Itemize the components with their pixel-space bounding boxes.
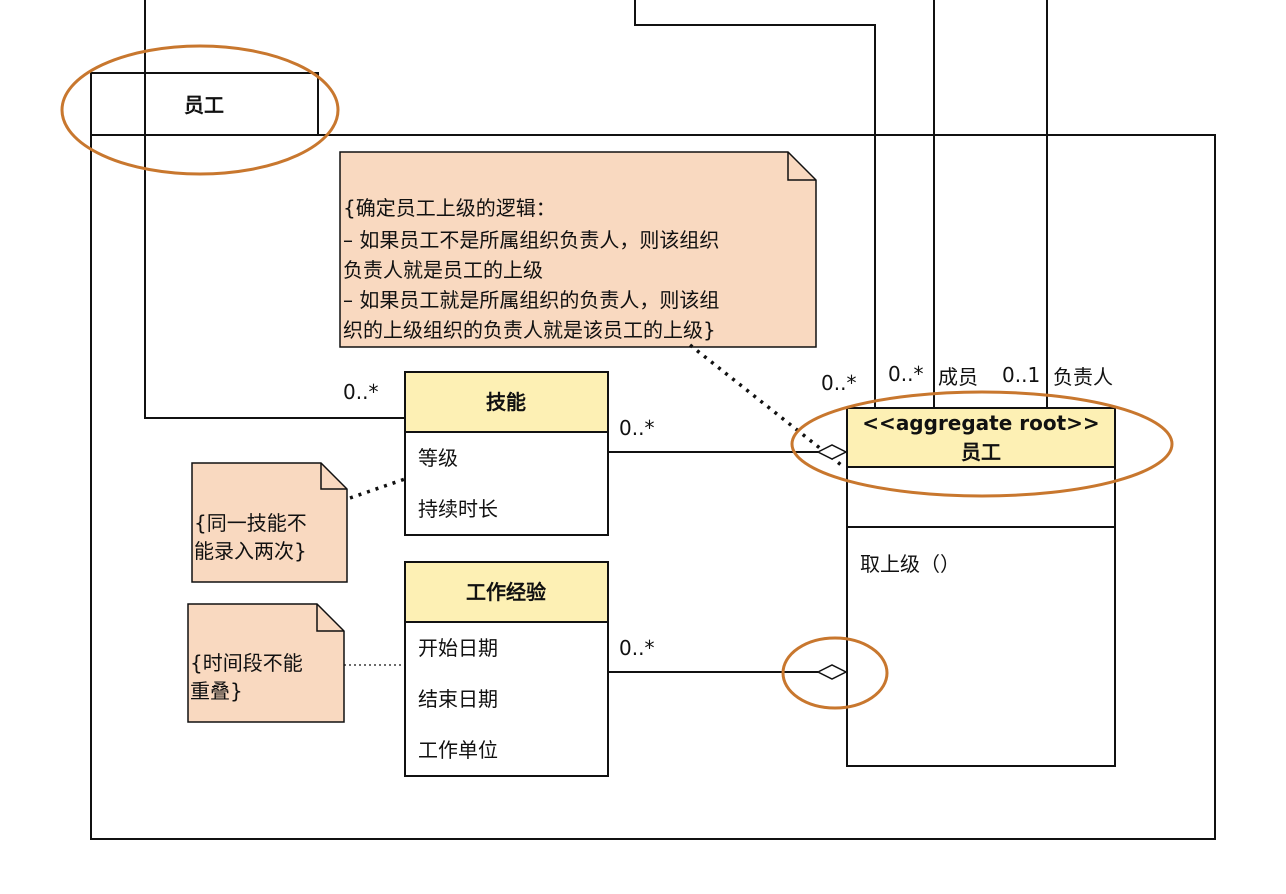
note-superior-logic xyxy=(339,151,817,348)
note-superior-logic-line-4: – 如果员工就是所属组织的负责人，则该组 xyxy=(343,288,719,312)
experience-attribute-end-date: 结束日期 xyxy=(418,687,498,711)
external-link-line-b xyxy=(634,0,876,408)
note-superior-logic-line-1: {确定员工上级的逻辑： xyxy=(343,196,556,220)
experience-attribute-employer: 工作单位 xyxy=(418,738,498,762)
note-skill-rule-line-2: 能录入两次} xyxy=(194,539,307,563)
note-skill-rule-line-1: {同一技能不 xyxy=(194,511,307,535)
skill-class-name: 技能 xyxy=(486,390,526,414)
highlight-package-name xyxy=(60,44,340,176)
experience-aggregation-diamond xyxy=(816,664,848,680)
highlight-experience-diamond xyxy=(781,636,889,710)
member-multiplicity: 0..* xyxy=(888,362,923,386)
package-name: 员工 xyxy=(184,93,224,117)
employee-class-stereotype: <<aggregate root>> xyxy=(862,411,1099,435)
experience-right-multiplicity: 0..* xyxy=(619,636,654,660)
experience-class-header xyxy=(404,561,609,623)
leader-multiplicity: 0..1 xyxy=(1002,363,1040,387)
note-skill-rule xyxy=(191,462,348,583)
skill-aggregation-diamond xyxy=(816,444,848,460)
employee-class-name: 员工 xyxy=(961,440,1001,464)
employee-top-multiplicity: 0..* xyxy=(821,371,856,395)
note-period-rule-line-1: {时间段不能 xyxy=(190,651,303,675)
note-superior-logic-line-3: 负责人就是员工的上级 xyxy=(343,258,543,282)
skill-class-header xyxy=(404,371,609,433)
employee-class-operations xyxy=(846,526,1116,767)
note-skill-rule-fold xyxy=(320,463,347,490)
note-superior-logic-anchor xyxy=(688,343,847,470)
experience-class-name: 工作经验 xyxy=(466,580,546,604)
member-role: 成员 xyxy=(938,365,978,389)
package-body xyxy=(90,134,1216,840)
note-superior-logic-line-2: – 如果员工不是所属组织负责人，则该组织 xyxy=(343,228,719,252)
skill-right-multiplicity: 0..* xyxy=(619,416,654,440)
leader-role: 负责人 xyxy=(1053,365,1113,389)
skill-left-multiplicity: 0..* xyxy=(343,380,378,404)
skill-attribute-duration: 持续时长 xyxy=(418,497,498,521)
note-superior-logic-fold xyxy=(787,152,816,181)
note-period-rule-line-2: 重叠} xyxy=(190,679,243,703)
highlight-aggregate-root xyxy=(790,390,1174,498)
note-skill-rule-anchor xyxy=(349,477,406,500)
skill-class-body xyxy=(404,431,609,536)
note-period-rule xyxy=(187,603,345,723)
employee-class-header xyxy=(846,407,1116,468)
experience-attribute-start-date: 开始日期 xyxy=(418,636,498,660)
external-link-line-a xyxy=(144,0,405,419)
note-superior-logic-line-5: 织的上级组织的负责人就是该员工的上级} xyxy=(343,318,716,342)
note-period-rule-fold xyxy=(316,604,344,632)
experience-class-body xyxy=(404,621,609,777)
employee-operation-get-superior: 取上级（） xyxy=(860,552,960,576)
skill-attribute-level: 等级 xyxy=(418,446,458,470)
